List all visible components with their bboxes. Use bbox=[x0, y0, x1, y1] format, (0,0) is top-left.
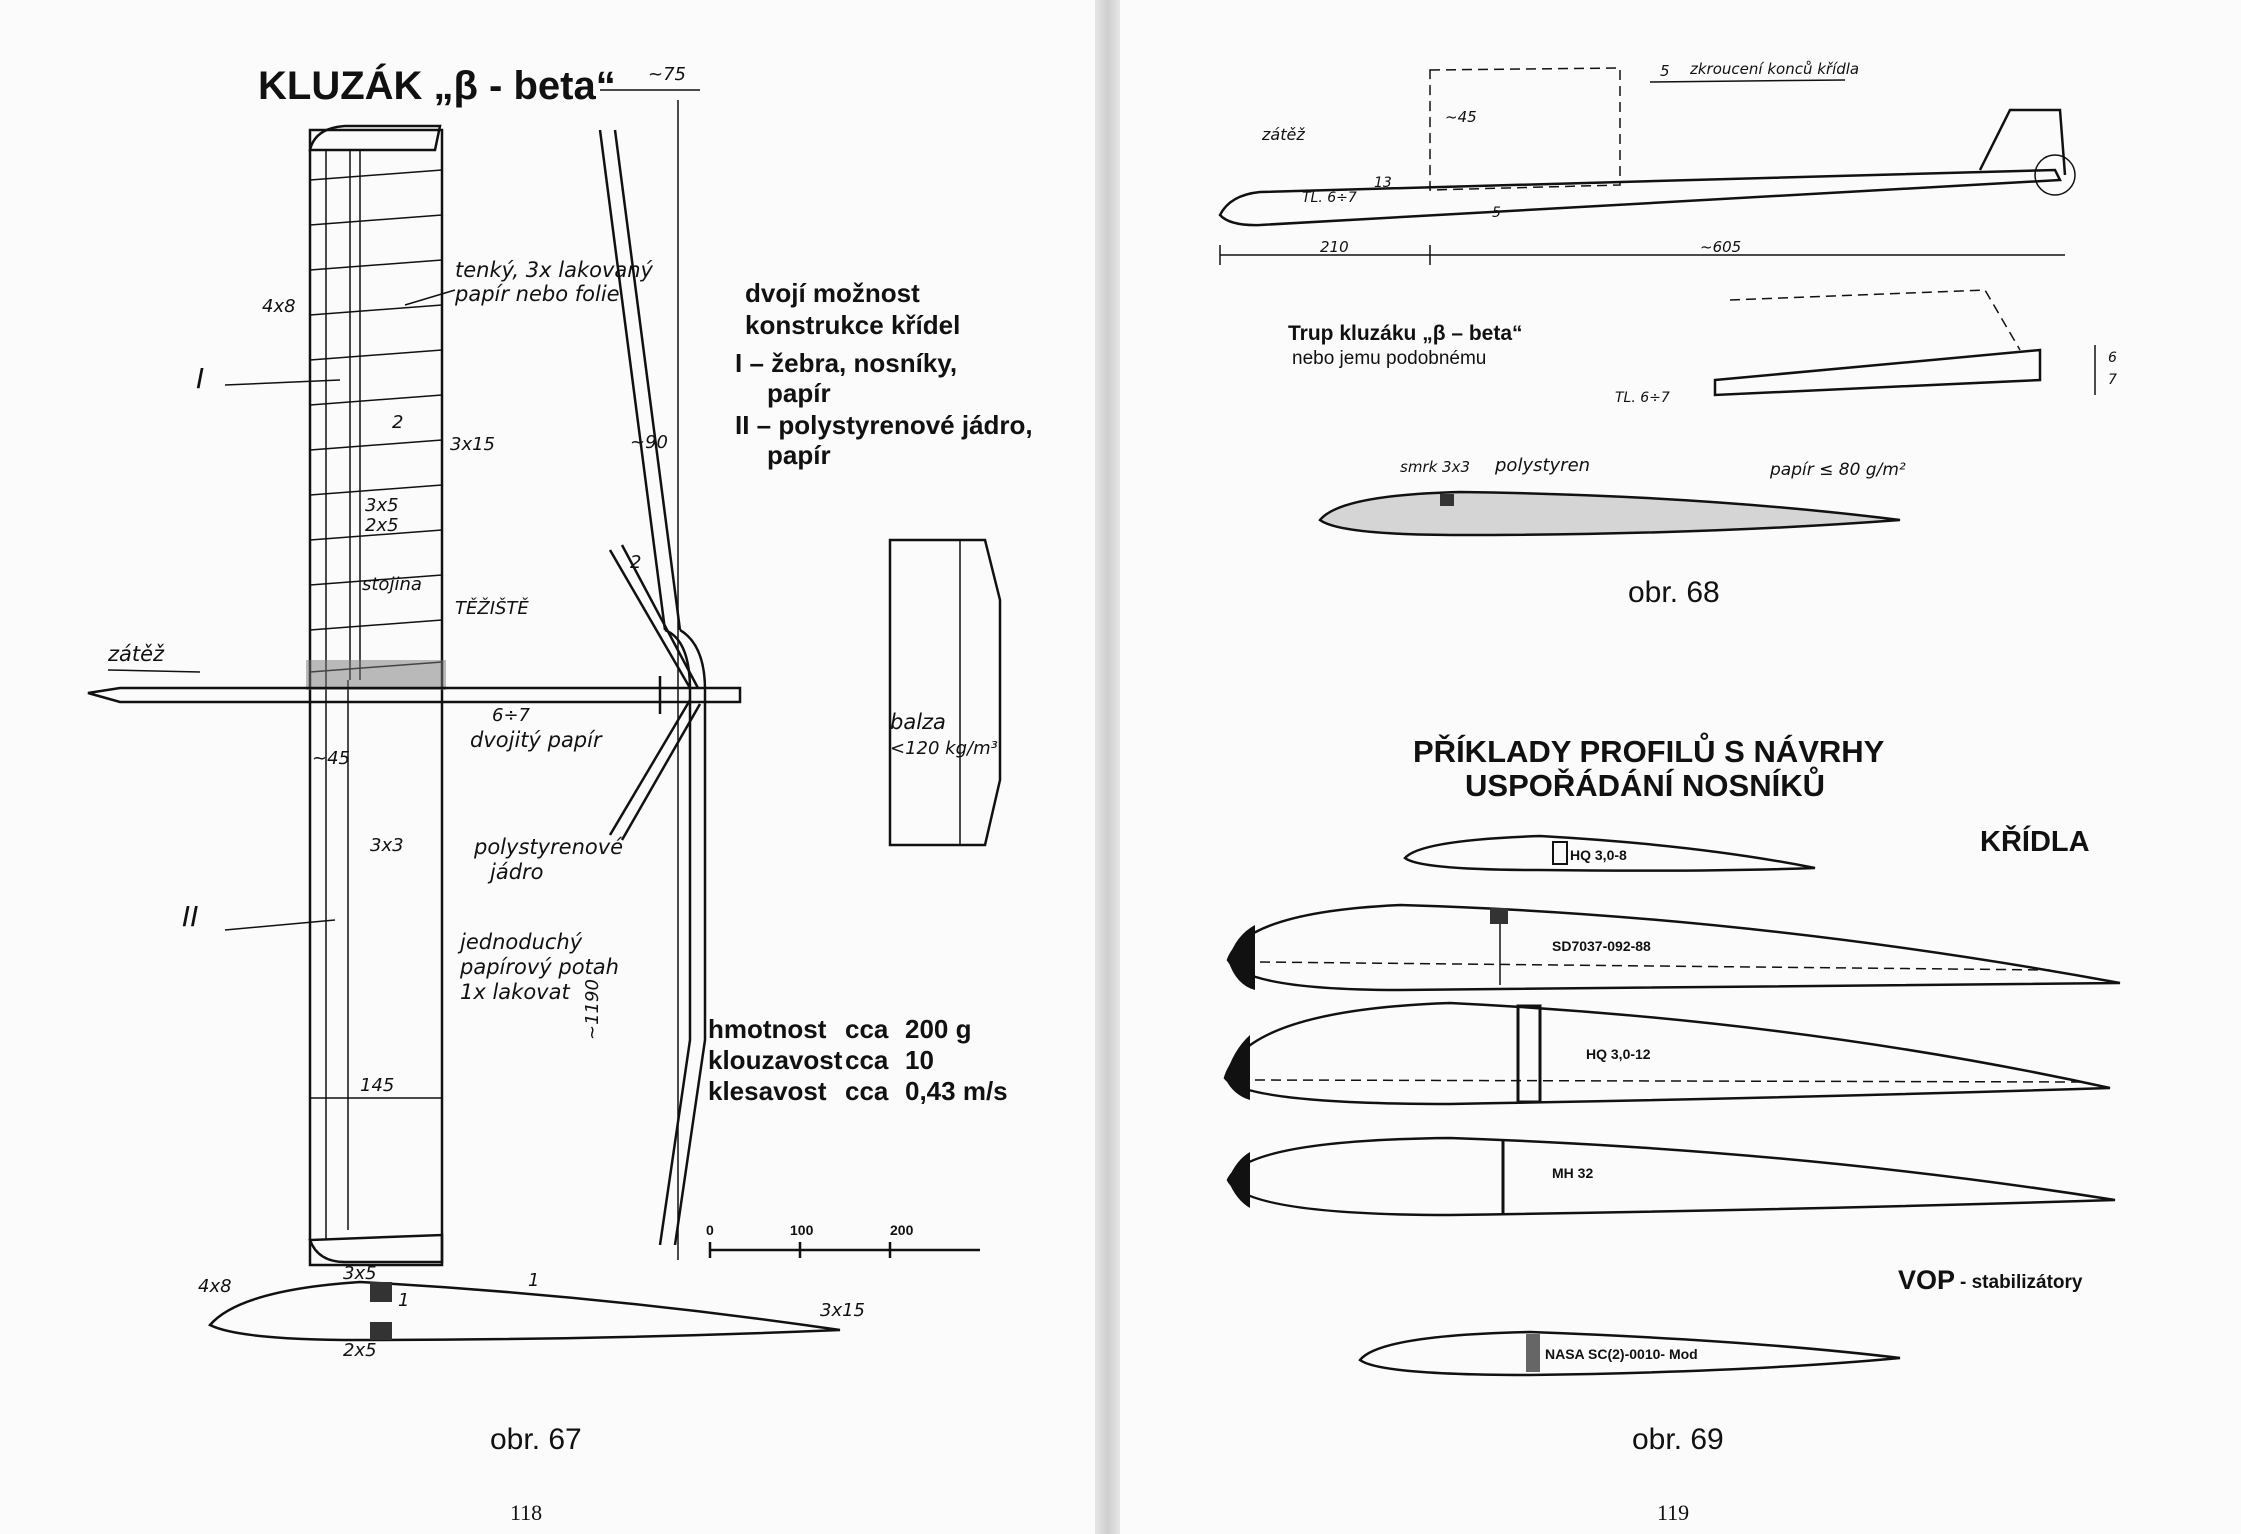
label-1-section: 1 bbox=[398, 1290, 410, 1311]
spec-approx: cca bbox=[845, 1045, 889, 1075]
spec-approx: cca bbox=[845, 1076, 889, 1106]
label-r-7: 7 bbox=[2108, 372, 2117, 388]
glider-title: KLUZÁK „β - beta“ bbox=[258, 64, 616, 108]
label-r-5b: 5 bbox=[1492, 205, 1501, 221]
profile-label-nasa: NASA SC(2)-0010- Mod bbox=[1545, 1346, 1698, 1362]
label-r-45: ~45 bbox=[1445, 108, 1477, 126]
spec-approx: cca bbox=[845, 1014, 889, 1044]
options-line-2: konstrukce křídel bbox=[745, 310, 961, 340]
vop-sublabel: - stabilizátory bbox=[1960, 1272, 2083, 1293]
label-double-paper: dvojitý papír bbox=[470, 728, 602, 752]
label-4x8-section: 4x8 bbox=[198, 1276, 232, 1297]
profiles-heading-1: PŘÍKLADY PROFILŮ S NÁVRHY bbox=[1413, 734, 1885, 769]
label-single-paper: jednoduchý bbox=[460, 930, 583, 954]
label-3x3: 3x3 bbox=[370, 835, 404, 856]
profile-label-hq-3-0-8: HQ 3,0-8 bbox=[1570, 847, 1627, 863]
airfoil-profiles bbox=[1223, 834, 2121, 1377]
options-line-1: dvojí možnost bbox=[745, 278, 920, 308]
spec-name: klouzavost bbox=[708, 1045, 843, 1075]
options-line-4: papír bbox=[767, 378, 831, 408]
label-r-5: 5 bbox=[1660, 62, 1670, 80]
label-polystyrene: polystyrenové bbox=[474, 835, 624, 859]
label-zatez: zátěž bbox=[108, 642, 165, 666]
vop-label: VOP bbox=[1898, 1265, 1956, 1295]
label-paper-2: papír nebo folie bbox=[455, 282, 620, 306]
fuselage-caption-2: nebo jemu podobnému bbox=[1292, 348, 1487, 369]
fuselage-caption-1: Trup kluzáku „β – beta“ bbox=[1288, 322, 1523, 345]
spec-name: klesavost bbox=[708, 1076, 827, 1106]
dim-label-145: 145 bbox=[360, 1075, 395, 1096]
label-r-tl1: TL. 6÷7 bbox=[1302, 190, 1357, 206]
spec-value: 0,43 m/s bbox=[905, 1076, 1008, 1106]
label-2x5-section: 2x5 bbox=[343, 1340, 377, 1361]
dim-label-210: 210 bbox=[1320, 238, 1349, 256]
dim-label-45: ~45 bbox=[312, 748, 350, 769]
label-polystyren: polystyren bbox=[1495, 455, 1591, 476]
profile-label-sd7037: SD7037-092-88 bbox=[1552, 938, 1651, 954]
label-2x5: 2x5 bbox=[365, 515, 399, 536]
label-balsa: balza bbox=[890, 710, 946, 734]
label-polystyrene-core: jádro bbox=[490, 860, 544, 884]
label-variant-1: I bbox=[196, 362, 205, 395]
book-gutter bbox=[1095, 0, 1120, 1534]
scale-label-100: 100 bbox=[790, 1222, 814, 1238]
scale-label-0: 0 bbox=[706, 1222, 714, 1238]
spec-value: 200 g bbox=[905, 1014, 972, 1044]
fuselage-side-view bbox=[1218, 67, 2096, 397]
wing-plan-view bbox=[87, 89, 1002, 1342]
label-3x15: 3x15 bbox=[450, 434, 496, 455]
label-wing-twist: zkroucení konců křídla bbox=[1690, 60, 1860, 78]
dim-label-605: ~605 bbox=[1700, 238, 1742, 256]
dim-label-75: ~75 bbox=[648, 64, 686, 85]
dim-label-90: ~90 bbox=[630, 432, 668, 453]
spec-value: 10 bbox=[905, 1045, 934, 1075]
options-line-6: papír bbox=[767, 440, 831, 470]
spec-name: hmotnost bbox=[708, 1014, 827, 1044]
label-2b: 2 bbox=[630, 552, 642, 573]
options-line-3: I – žebra, nosníky, bbox=[735, 348, 958, 378]
profiles-heading-2: USPOŘÁDÁNÍ NOSNÍKŮ bbox=[1465, 768, 1825, 803]
figure-caption-67: obr. 67 bbox=[490, 1423, 582, 1456]
wing-section-foam bbox=[1318, 490, 1901, 537]
label-4x8: 4x8 bbox=[262, 296, 296, 317]
label-balsa-density: <120 kg/m³ bbox=[890, 738, 998, 759]
label-1b-section: 1 bbox=[528, 1270, 540, 1291]
page-number-right: 119 bbox=[1657, 1500, 1690, 1525]
label-3x15-section: 3x15 bbox=[820, 1300, 866, 1321]
label-2: 2 bbox=[392, 412, 404, 433]
label-6-7: 6÷7 bbox=[492, 705, 530, 726]
scale-label-200: 200 bbox=[890, 1222, 914, 1238]
options-line-5: II – polystyrenové jádro, bbox=[735, 410, 1033, 440]
label-r-tl2: TL. 6÷7 bbox=[1615, 390, 1670, 406]
label-variant-2: II bbox=[182, 900, 199, 933]
label-spruce: smrk 3x3 bbox=[1400, 458, 1471, 476]
label-single-paper-3: 1x lakovat bbox=[460, 980, 570, 1004]
label-r-zatez: zátěž bbox=[1262, 125, 1305, 144]
label-paper: tenký, 3x lakovaný bbox=[455, 258, 653, 282]
label-single-paper-2: papírový potah bbox=[460, 955, 619, 979]
figure-caption-69: obr. 69 bbox=[1632, 1423, 1724, 1456]
figure-caption-68: obr. 68 bbox=[1628, 576, 1720, 609]
label-3x5-section: 3x5 bbox=[343, 1263, 377, 1284]
label-r-13: 13 bbox=[1374, 175, 1392, 191]
label-paper-weight: papír ≤ 80 g/m² bbox=[1770, 460, 1906, 480]
profile-label-hq-3-0-12: HQ 3,0-12 bbox=[1586, 1046, 1651, 1062]
label-r-6: 6 bbox=[2108, 350, 2117, 366]
page-number-left: 118 bbox=[510, 1500, 543, 1525]
dim-label-1190: ~1190 bbox=[582, 979, 603, 1040]
wings-label: KŘÍDLA bbox=[1980, 826, 2090, 858]
label-teziste: TĚŽIŠTĚ bbox=[455, 598, 529, 619]
left-page bbox=[0, 0, 1095, 1534]
label-stojina: stojina bbox=[362, 574, 422, 595]
label-3x5: 3x5 bbox=[365, 495, 399, 516]
profile-label-mh-32: MH 32 bbox=[1552, 1165, 1594, 1181]
